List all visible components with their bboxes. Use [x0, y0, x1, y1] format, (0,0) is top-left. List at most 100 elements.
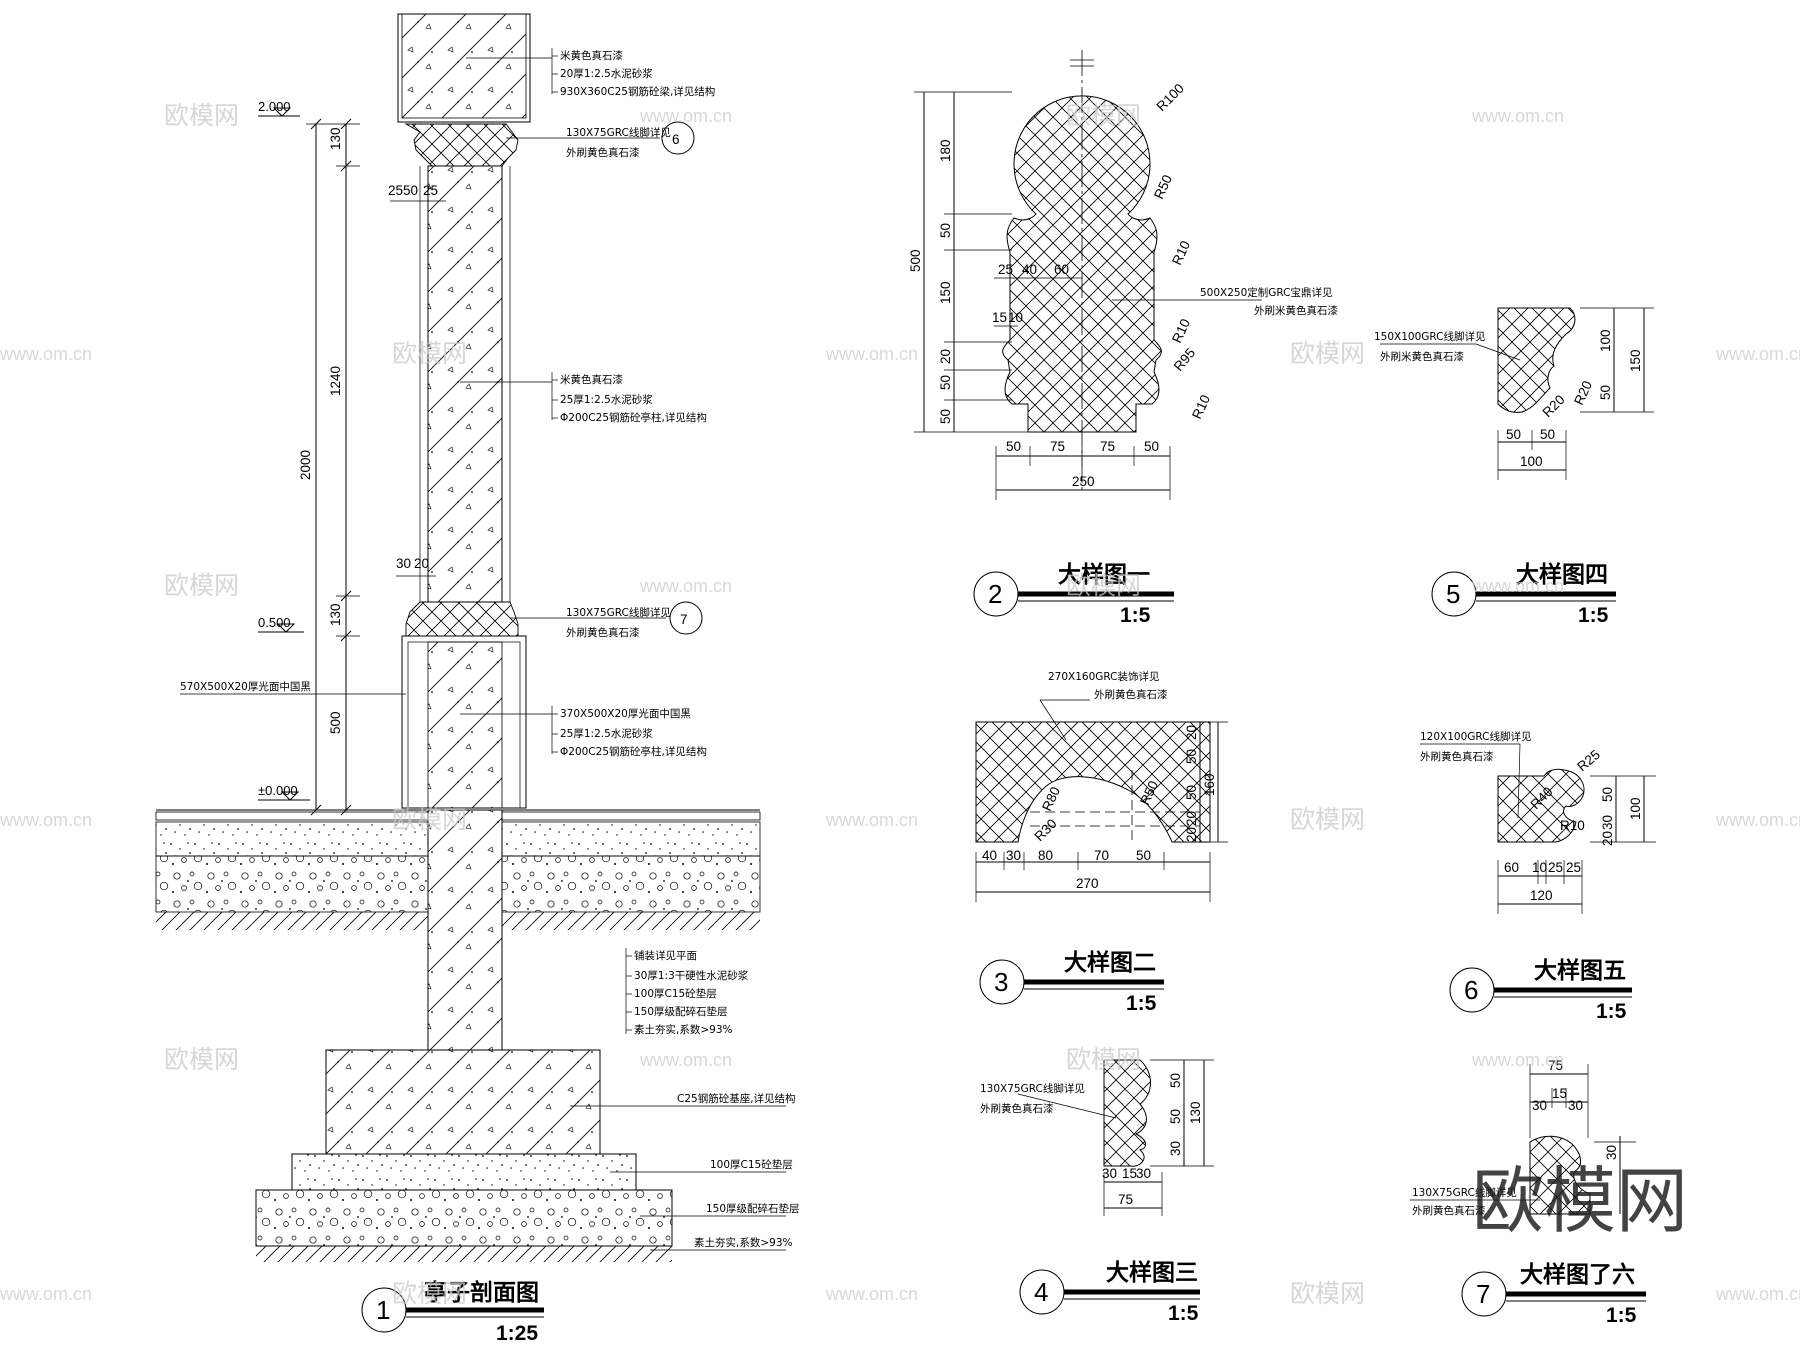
svg-text:6: 6 — [672, 132, 680, 147]
detail1-drawing: 180 50 150 20 50 50 500 25 40 60 15 10 R… — [908, 50, 1338, 627]
detail1-scale: 1:5 — [1120, 604, 1151, 627]
detail2-title: 大样图二 — [1064, 949, 1156, 976]
detail5-drawing: 120X100GRC线脚详见 外刷黄色真石漆 R25 R40 R10 50 30… — [1420, 730, 1656, 1023]
section-title-block: 1 亭子剖面图 1:25 — [361, 1279, 544, 1345]
svg-text:R30: R30 — [1032, 816, 1060, 844]
svg-text:130X75GRC线脚详见: 130X75GRC线脚详见 — [566, 126, 671, 139]
svg-text:欧模网: 欧模网 — [1066, 1045, 1141, 1074]
svg-text:30: 30 — [1006, 848, 1021, 863]
svg-text:50: 50 — [1184, 785, 1199, 800]
svg-text:30: 30 — [1600, 815, 1615, 830]
beam-hatch — [401, 13, 527, 119]
svg-text:15: 15 — [1122, 1166, 1137, 1181]
svg-text:欧模网: 欧模网 — [1290, 1279, 1365, 1308]
svg-text:www.om.cn: www.om.cn — [639, 106, 732, 126]
svg-text:外刷黄色真石漆: 外刷黄色真石漆 — [566, 146, 640, 159]
svg-text:欧模网: 欧模网 — [392, 1279, 467, 1308]
section-scale: 1:25 — [496, 1322, 538, 1345]
corner-watermark: 欧模网 — [1472, 1159, 1688, 1243]
svg-text:www.om.cn: www.om.cn — [0, 1284, 92, 1304]
svg-text:130X75GRC线脚详见: 130X75GRC线脚详见 — [980, 1082, 1085, 1095]
svg-text:欧模网: 欧模网 — [164, 571, 239, 600]
svg-text:R10: R10 — [1169, 316, 1193, 345]
svg-text:www.om.cn: www.om.cn — [639, 576, 732, 596]
svg-text:4: 4 — [1034, 1277, 1048, 1307]
svg-text:50: 50 — [938, 223, 953, 238]
svg-text:75: 75 — [1548, 1058, 1563, 1073]
svg-text:±0.000: ±0.000 — [258, 783, 298, 798]
svg-text:www.om.cn: www.om.cn — [1471, 576, 1564, 596]
finial-shape — [1002, 95, 1162, 433]
dim-130-bottom: 130 — [328, 603, 343, 626]
svg-text:1: 1 — [376, 1295, 390, 1325]
detail2-scale: 1:5 — [1126, 992, 1157, 1015]
detail5-title: 大样图五 — [1534, 957, 1626, 984]
section-dims-vertical — [306, 118, 360, 816]
dim-2000: 2000 — [298, 450, 313, 480]
svg-text:130X75GRC线脚详见: 130X75GRC线脚详见 — [566, 606, 671, 619]
footing — [325, 1049, 601, 1155]
svg-text:20: 20 — [1600, 831, 1615, 846]
detail1-title: 大样图一 — [1058, 561, 1150, 588]
svg-text:外刷黄色真石漆: 外刷黄色真石漆 — [1094, 688, 1168, 701]
svg-text:2: 2 — [988, 579, 1002, 609]
svg-text:20: 20 — [1184, 827, 1199, 842]
elevation-0000: ±0.000 — [258, 783, 310, 801]
svg-text:www.om.cn: www.om.cn — [0, 810, 92, 830]
svg-text:150: 150 — [1628, 349, 1643, 372]
svg-text:75: 75 — [1118, 1192, 1133, 1207]
svg-text:R20: R20 — [1571, 378, 1595, 407]
svg-text:20: 20 — [1184, 811, 1199, 826]
leader-floor-notes: 铺装详见平面 30厚1:3干硬性水泥砂浆 100厚C15砼垫层 150厚级配碎石… — [625, 948, 749, 1036]
svg-text:180: 180 — [938, 139, 953, 162]
svg-text:50: 50 — [1598, 385, 1613, 400]
svg-text:20厚1:2.5水泥砂浆: 20厚1:2.5水泥砂浆 — [560, 67, 653, 80]
svg-text:130X75GRC线脚详见: 130X75GRC线脚详见 — [1412, 1186, 1517, 1199]
svg-text:欧模网: 欧模网 — [1066, 571, 1141, 600]
svg-text:R100: R100 — [1154, 81, 1187, 114]
svg-text:120X100GRC线脚详见: 120X100GRC线脚详见 — [1420, 730, 1532, 743]
svg-text:20: 20 — [938, 349, 953, 364]
svg-text:50: 50 — [1168, 1109, 1183, 1124]
svg-text:欧模网: 欧模网 — [1066, 101, 1141, 130]
svg-text:30: 30 — [1568, 1098, 1583, 1113]
detail2-shape — [975, 721, 1211, 843]
svg-text:100: 100 — [1628, 797, 1643, 820]
svg-text:30: 30 — [1532, 1098, 1547, 1113]
detail4-scale: 1:5 — [1578, 604, 1609, 627]
section-title: 亭子剖面图 — [424, 1279, 539, 1306]
svg-text:100: 100 — [1598, 329, 1613, 352]
svg-text:25: 25 — [1548, 860, 1563, 875]
svg-text:75: 75 — [1050, 439, 1065, 454]
svg-text:www.om.cn: www.om.cn — [1715, 810, 1800, 830]
dim-130-top: 130 — [328, 127, 343, 150]
svg-text:60: 60 — [1504, 860, 1519, 875]
svg-text:20: 20 — [1184, 725, 1199, 740]
detail6-title: 大样图了六 — [1520, 1261, 1635, 1288]
svg-text:www.om.cn: www.om.cn — [1471, 1050, 1564, 1070]
svg-text:外刷黄色真石漆: 外刷黄色真石漆 — [980, 1102, 1054, 1115]
ref-bubble-6 — [661, 121, 695, 155]
detail3-scale: 1:5 — [1168, 1302, 1199, 1325]
dim-top-50: 50 — [403, 183, 418, 198]
dim-500: 500 — [328, 711, 343, 734]
svg-text:30: 30 — [1136, 1166, 1151, 1181]
svg-text:www.om.cn: www.om.cn — [1471, 106, 1564, 126]
dim-top-25b: 25 — [423, 183, 438, 198]
footing-concrete — [291, 1153, 637, 1191]
svg-text:50: 50 — [938, 375, 953, 390]
svg-text:0.500: 0.500 — [258, 615, 291, 630]
svg-text:欧模网: 欧模网 — [1290, 339, 1365, 368]
detail5-scale: 1:5 — [1596, 1000, 1627, 1023]
svg-text:15: 15 — [1552, 1086, 1567, 1101]
svg-text:70: 70 — [1094, 848, 1109, 863]
svg-text:R25: R25 — [1574, 747, 1603, 774]
svg-text:30: 30 — [1604, 1145, 1619, 1160]
detail6-shape — [1529, 1135, 1591, 1215]
svg-text:500X250定制GRC宝鼎详见: 500X250定制GRC宝鼎详见 — [1200, 286, 1333, 299]
svg-text:50: 50 — [1506, 427, 1521, 442]
svg-text:外刷黄色真石漆: 外刷黄色真石漆 — [566, 626, 640, 639]
leader-top-notes: 米黄色真石漆 20厚1:2.5水泥砂浆 930X360C25钢筋砼梁,详见结构 — [466, 48, 715, 98]
detail5-shape — [1497, 768, 1585, 843]
